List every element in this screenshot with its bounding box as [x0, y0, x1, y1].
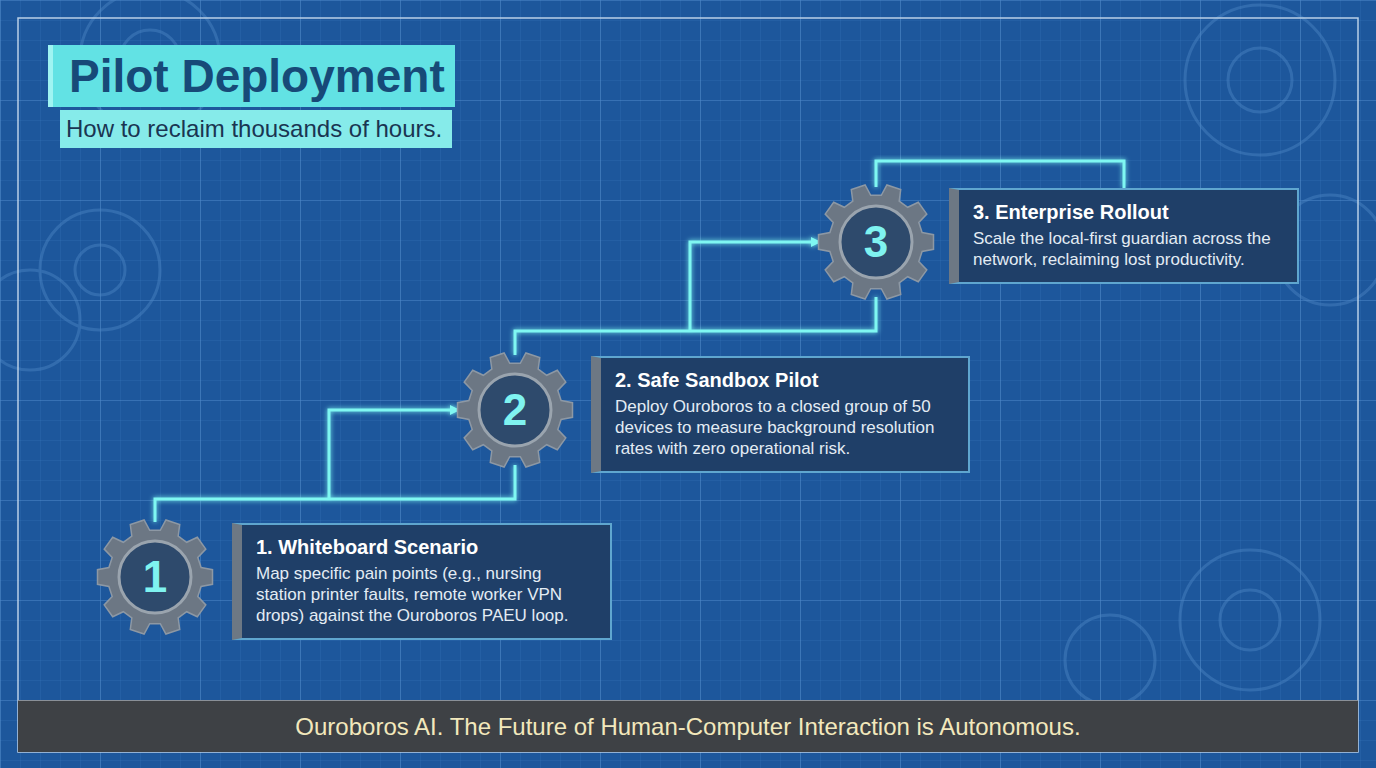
flow-connector — [155, 410, 515, 522]
step-box: 2. Safe Sandbox PilotDeploy Ouroboros to… — [591, 356, 970, 473]
step-description: Scale the local-first guardian across th… — [973, 228, 1283, 270]
step-box: 1. Whiteboard ScenarioMap specific pain … — [232, 523, 612, 640]
step-gear: 3 — [817, 183, 935, 301]
step-heading: 2. Safe Sandbox Pilot — [615, 368, 954, 392]
step-box: 3. Enterprise RolloutScale the local-fir… — [949, 188, 1299, 284]
step-gear: 2 — [456, 351, 574, 469]
step-description: Map specific pain points (e.g., nursing … — [256, 563, 596, 626]
footer-caption: Ouroboros AI. The Future of Human-Comput… — [18, 700, 1358, 752]
step-number: 1 — [96, 518, 214, 636]
step-number: 2 — [456, 351, 574, 469]
step-heading: 3. Enterprise Rollout — [973, 200, 1283, 224]
step-number: 3 — [817, 183, 935, 301]
faint-gears — [0, 0, 1376, 705]
flow-connector — [515, 242, 876, 355]
slide-subtitle: How to reclaim thousands of hours. — [60, 110, 452, 148]
slide-title: Pilot Deployment — [48, 45, 455, 107]
step-description: Deploy Ouroboros to a closed group of 50… — [615, 396, 954, 459]
step-gear: 1 — [96, 518, 214, 636]
flow-connector — [876, 161, 1124, 188]
step-heading: 1. Whiteboard Scenario — [256, 535, 596, 559]
frame — [18, 18, 1358, 752]
